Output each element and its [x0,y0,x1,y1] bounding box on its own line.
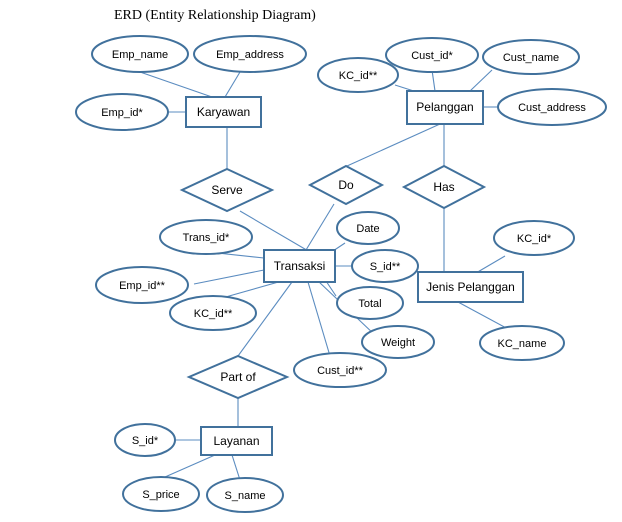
relationship-do: Do [307,164,385,206]
entity-layanan: Layanan [200,426,273,456]
attribute-cust-id-label: Cust_id* [411,50,453,62]
attribute-cust-id-transaksi-label: Cust_id** [317,365,364,377]
line-custid-transaksi [307,281,331,357]
attribute-kc-id-pelanggan-label: KC_id** [339,70,378,82]
attribute-date: Date [336,211,400,245]
attribute-total: Total [336,286,404,320]
line-custid-pelanggan [431,69,436,92]
line-kcname-jenis [457,301,511,331]
attribute-cust-name: Cust_name [482,39,580,75]
attribute-s-id-transaksi: S_id** [351,249,419,283]
attribute-s-id-layanan: S_id* [114,423,176,457]
entity-pelanggan-label: Pelanggan [416,100,473,114]
attribute-kc-id-jenis-label: KC_id* [517,233,552,245]
relationship-serve: Serve [179,167,275,213]
attribute-emp-name: Emp_name [91,35,189,73]
attribute-cust-address: Cust_address [497,88,607,126]
attribute-cust-id: Cust_id* [385,37,479,73]
attribute-kc-id-jenis: KC_id* [493,220,575,256]
line-sname-layanan [231,454,241,481]
entity-jenis-pelanggan: Jenis Pelanggan [417,271,524,303]
entity-pelanggan: Pelanggan [406,90,484,125]
entity-layanan-label: Layanan [213,434,259,448]
attribute-weight: Weight [361,325,435,359]
attribute-s-name: S_name [206,477,284,513]
line-sprice-layanan [164,454,216,478]
diagram-title: ERD (Entity Relationship Diagram) [114,8,316,23]
attribute-weight-label: Weight [381,337,415,349]
attribute-kc-id-transaksi-label: KC_id** [194,308,233,320]
relationship-has: Has [401,164,487,210]
relationship-part-of: Part of [186,354,290,400]
attribute-cust-id-transaksi: Cust_id** [293,352,387,388]
attribute-date-label: Date [356,223,379,235]
attribute-kc-name-label: KC_name [498,338,547,350]
attribute-emp-address: Emp_address [193,35,307,73]
line-total-transaksi [325,280,337,297]
line-do-transaksi [305,203,335,251]
attribute-kc-id-pelanggan: KC_id** [317,57,399,93]
attribute-s-id-layanan-label: S_id* [132,435,159,447]
line-empaddress-karyawan [224,71,241,98]
attribute-kc-id-transaksi: KC_id** [169,295,257,331]
line-empid-transaksi [193,269,265,285]
entity-transaksi-label: Transaksi [274,259,326,273]
relationship-do-label: Do [338,178,354,192]
relationship-serve-label: Serve [211,183,243,197]
attribute-cust-name-label: Cust_name [503,52,559,64]
entity-jenis-pelanggan-label: Jenis Pelanggan [426,280,515,294]
connectors [139,69,511,481]
line-serve-transaksi [239,210,311,253]
attribute-emp-id-transaksi-label: Emp_id** [119,280,166,292]
attribute-cust-address-label: Cust_address [518,102,586,114]
attribute-total-label: Total [358,298,381,310]
line-empname-karyawan [139,71,213,98]
attribute-s-name-label: S_name [225,490,266,502]
attribute-s-price-label: S_price [142,489,179,501]
attribute-s-price: S_price [122,476,200,512]
attribute-emp-address-label: Emp_address [216,49,284,61]
attribute-trans-id: Trans_id* [159,219,253,255]
attribute-emp-id: Emp_id* [75,93,169,131]
line-pelanggan-do [346,123,441,167]
line-custname-pelanggan [469,69,493,92]
entity-transaksi: Transaksi [263,249,336,283]
relationship-part-of-label: Part of [220,370,256,384]
entity-karyawan-label: Karyawan [197,105,250,119]
line-kcid-jenis [475,255,506,274]
attribute-emp-name-label: Emp_name [112,49,168,61]
line-transaksi-partof [237,281,293,357]
attribute-s-id-transaksi-label: S_id** [370,261,401,273]
attribute-emp-id-transaksi: Emp_id** [95,266,189,304]
entity-karyawan: Karyawan [185,96,262,128]
attribute-kc-name: KC_name [479,325,565,361]
attribute-emp-id-label: Emp_id* [101,107,143,119]
relationship-has-label: Has [433,180,454,194]
attribute-trans-id-label: Trans_id* [183,232,230,244]
